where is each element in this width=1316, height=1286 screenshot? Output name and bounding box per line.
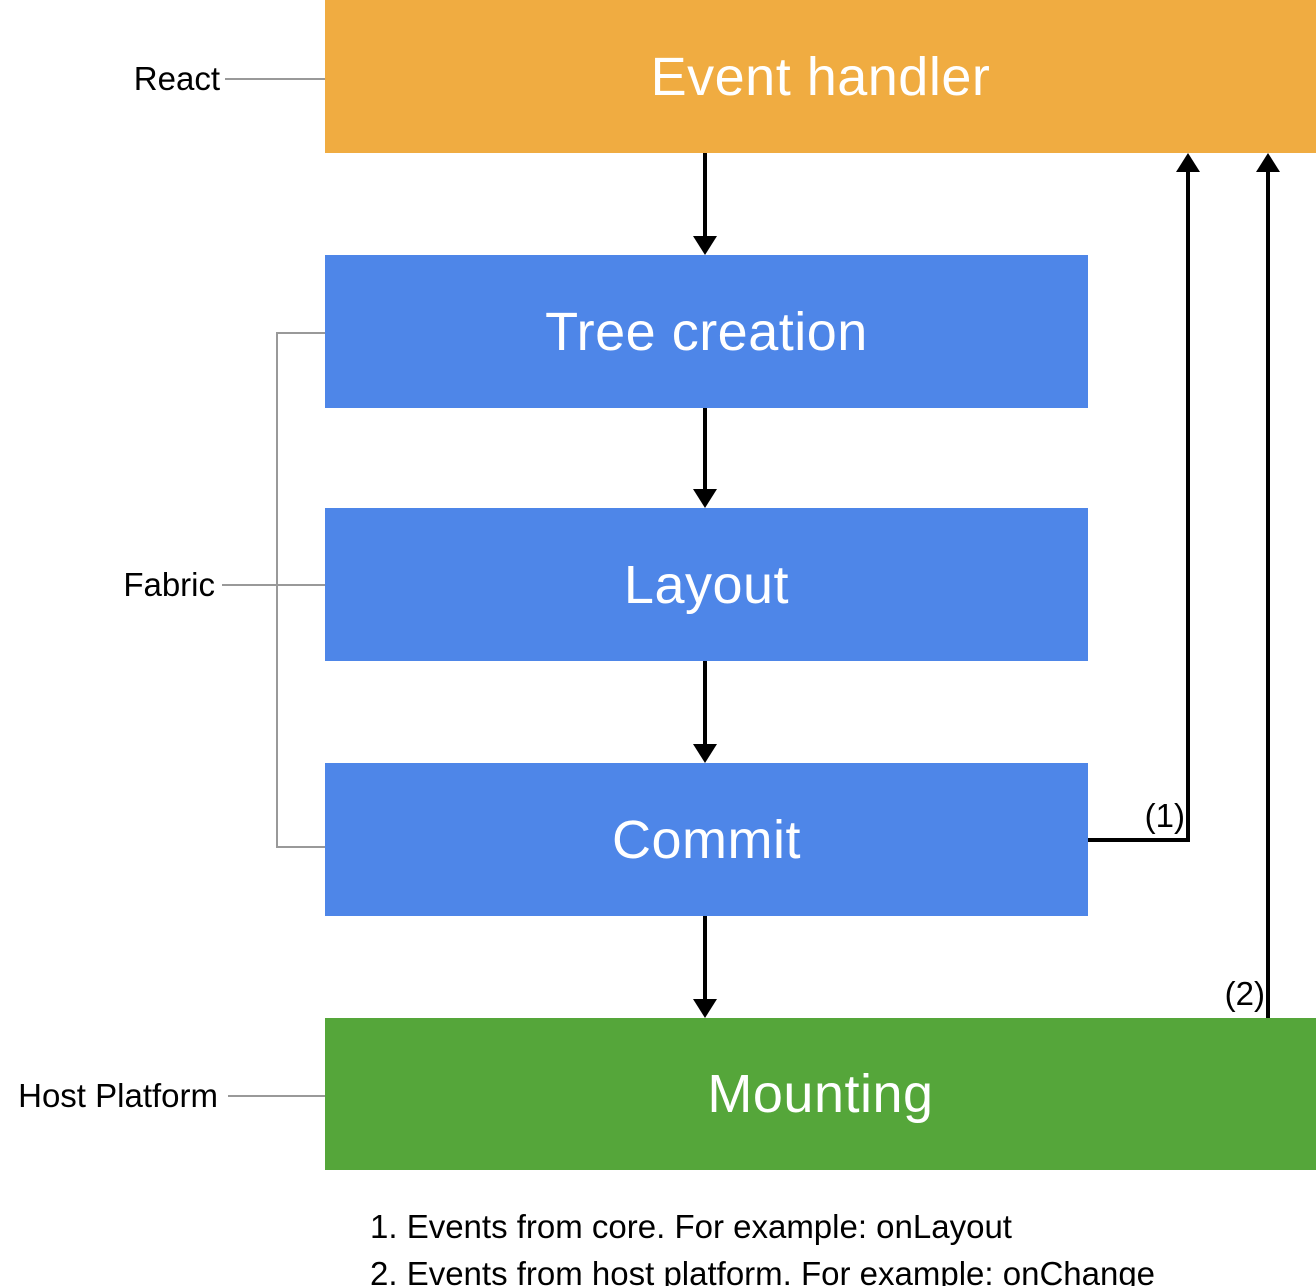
arrow-layout-to-commit-line (703, 661, 707, 746)
arrow-2-annotation: (2) (1224, 975, 1265, 1012)
arrow-1-annotation: (1) (1144, 797, 1185, 834)
commit-box-label: Commit (612, 809, 801, 870)
event-handler-box-label: Event handler (650, 46, 991, 107)
footnotes: 1. Events from core. For example: onLayo… (370, 1203, 1155, 1286)
event-handler-box: Event handler (325, 0, 1316, 153)
react-connector-line (225, 78, 325, 80)
fabric-bracket-top-stub (276, 332, 325, 334)
layout-box-label: Layout (623, 554, 790, 615)
fabric-connector-line (222, 584, 325, 586)
fabric-bracket-vertical-line (276, 332, 278, 848)
mounting-box-label: Mounting (707, 1064, 934, 1124)
mounting-box: Mounting (325, 1018, 1316, 1170)
layout-box: Layout (325, 508, 1088, 661)
arrow-mounting-to-event-head-icon (1256, 153, 1280, 172)
arrow-tree-to-layout-line (703, 408, 707, 491)
fabric-bracket-bottom-stub (276, 846, 325, 848)
arrow-commit-to-event-vertical-line (1186, 171, 1190, 842)
tree-creation-box-label: Tree creation (545, 301, 868, 362)
arrow-event-to-tree-line (703, 153, 707, 238)
arrow-commit-to-event-horizontal-line (1088, 838, 1190, 842)
fabric-group-label: Fabric (123, 566, 215, 603)
arrow-event-to-tree-head-icon (693, 236, 717, 255)
arrow-commit-to-mounting-head-icon (693, 999, 717, 1018)
host-platform-group-label: Host Platform (18, 1077, 218, 1114)
tree-creation-box: Tree creation (325, 255, 1088, 408)
arrow-commit-to-event-head-icon (1176, 153, 1200, 172)
footnote-2: 2. Events from host platform. For exampl… (370, 1255, 1156, 1286)
arrow-layout-to-commit-head-icon (693, 744, 717, 763)
commit-box: Commit (325, 763, 1088, 916)
react-group-label: React (133, 60, 220, 97)
arrow-commit-to-mounting-line (703, 916, 707, 1001)
footnote-1: 1. Events from core. For example: onLayo… (370, 1208, 1012, 1245)
host-platform-connector-line (228, 1095, 325, 1097)
arrow-mounting-to-event-vertical-line (1266, 171, 1270, 1018)
arrow-tree-to-layout-head-icon (693, 489, 717, 508)
